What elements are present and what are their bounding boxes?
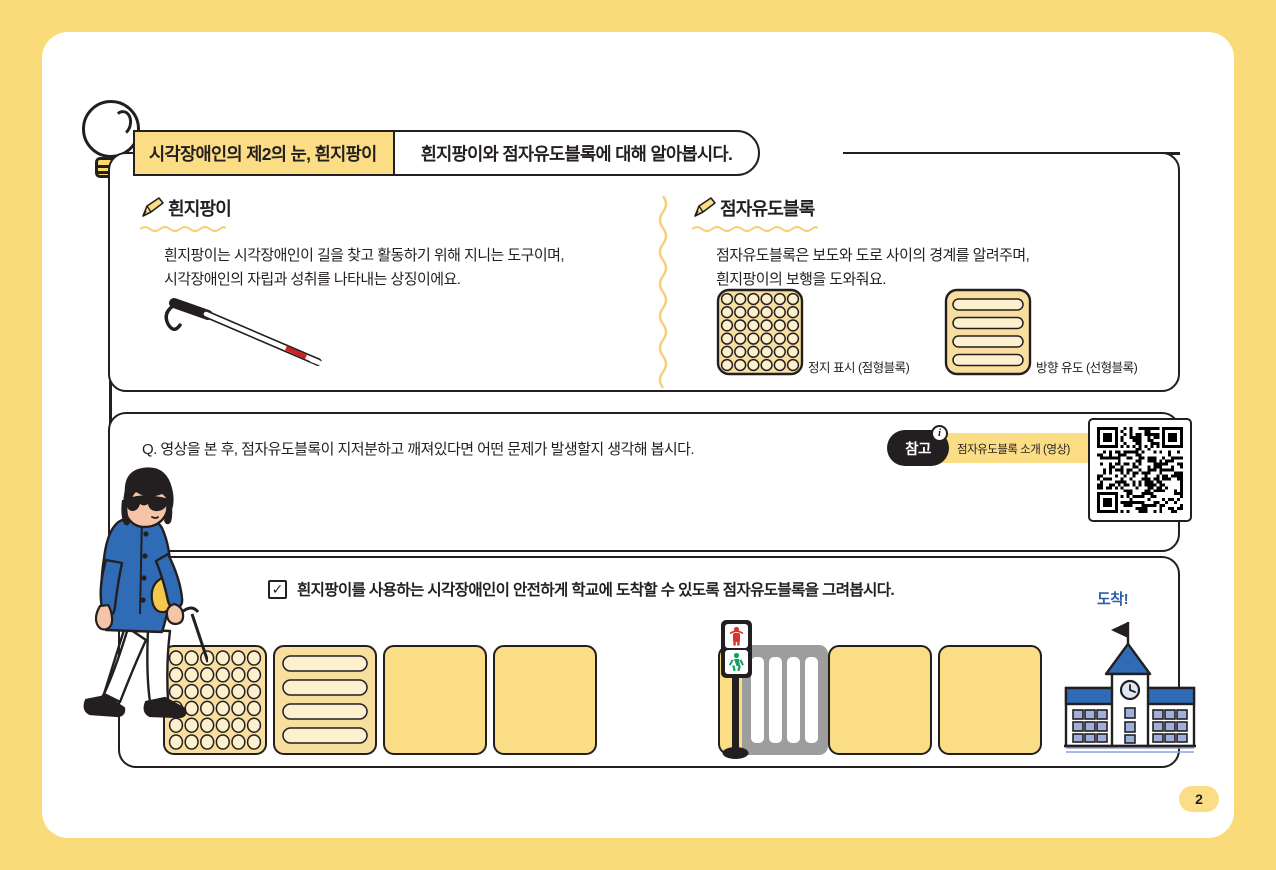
connector-line xyxy=(109,198,112,573)
line-block-sample xyxy=(944,288,1032,376)
question-section xyxy=(108,412,1180,552)
info-icon: i xyxy=(931,425,948,442)
dot-pattern xyxy=(168,650,262,750)
block-track xyxy=(118,620,1196,768)
track-cell-empty[interactable] xyxy=(828,645,932,755)
track-cell-line[interactable] xyxy=(273,645,377,755)
white-cane-body-line1: 흰지팡이는 시각장애인이 길을 찾고 활동하기 위해 지니는 도구이며, xyxy=(164,247,565,264)
pencil-icon xyxy=(142,197,164,217)
crosswalk-stripe xyxy=(751,657,764,743)
line-pattern xyxy=(282,655,368,744)
crosswalk-stripe xyxy=(787,657,800,743)
crosswalk-stripe xyxy=(769,657,782,743)
title-bar: 시각장애인의 제2의 눈, 흰지팡이 흰지팡이와 점자유도블록에 대해 알아봅시… xyxy=(133,130,761,176)
lightbulb-glass xyxy=(82,100,140,158)
question-text: Q. 영상을 본 후, 점자유도블록이 지저분하고 깨져있다면 어떤 문제가 발… xyxy=(142,441,695,458)
line-block-caption: 방향 유도 (선형블록) xyxy=(1036,361,1138,375)
qr-code-icon[interactable] xyxy=(1088,418,1192,522)
track-cell-empty[interactable] xyxy=(493,645,597,755)
braille-heading: 점자유도블록 xyxy=(720,199,815,219)
track-cell-dot[interactable] xyxy=(163,645,267,755)
braille-body: 점자유도블록은 보도와 도로 사이의 경계를 알려주며, 흰지팡이의 보행을 도… xyxy=(716,244,1172,293)
title-subtitle: 흰지팡이와 점자유도블록에 대해 알아봅시다. xyxy=(420,143,733,164)
crosswalk-stripe xyxy=(805,657,818,743)
crosswalk-icon xyxy=(742,645,828,755)
pedestrian-traffic-light-icon xyxy=(721,620,752,759)
reference-label: 점자유도블록 소개 (영상) xyxy=(957,444,1070,456)
wavy-divider xyxy=(658,196,668,388)
white-cane-heading: 흰지팡이 xyxy=(168,199,232,219)
reference-badge: 참고 xyxy=(887,430,949,466)
white-cane-illustration xyxy=(164,298,323,366)
page-number: 2 xyxy=(1179,786,1219,812)
track-cell-empty[interactable] xyxy=(938,645,1042,755)
dot-block-sample xyxy=(716,288,804,376)
braille-block-column: 점자유도블록 점자유도블록은 보도와 도로 사이의 경계를 알려주며, 흰지팡이… xyxy=(692,195,1172,293)
braille-body-line2: 흰지팡이의 보행을 도와줘요. xyxy=(716,271,886,289)
activity-heading: ✓ 흰지팡이를 사용하는 시각장애인이 안전하게 학교에 도착할 수 있도록 점… xyxy=(268,578,895,600)
title-tag: 시각장애인의 제2의 눈, 흰지팡이 xyxy=(135,132,395,174)
track-cell-empty[interactable] xyxy=(383,645,487,755)
dot-block-caption: 정지 표시 (점형블록) xyxy=(808,361,910,375)
checkbox-icon[interactable]: ✓ xyxy=(268,579,287,599)
heading-underline xyxy=(140,226,226,232)
braille-body-line1: 점자유도블록은 보도와 도로 사이의 경계를 알려주며, xyxy=(716,247,1030,264)
white-cane-body: 흰지팡이는 시각장애인이 길을 찾고 활동하기 위해 지니는 도구이며, 시각장… xyxy=(164,244,640,293)
pencil-icon xyxy=(694,197,716,217)
white-cane-body-line2: 시각장애인의 자립과 성취를 나타내는 상징이에요. xyxy=(164,271,461,289)
school-building-illustration xyxy=(1064,622,1196,753)
white-cane-column: 흰지팡이 흰지팡이는 시각장애인이 길을 찾고 활동하기 위해 지니는 도구이며… xyxy=(140,195,640,293)
blind-person-with-cane-illustration xyxy=(83,467,208,719)
arrival-label: 도착! xyxy=(1097,591,1129,608)
braille-heading-row: 점자유도블록 xyxy=(692,195,1172,226)
white-cane-heading-row: 흰지팡이 xyxy=(140,195,640,226)
activity-instruction: 흰지팡이를 사용하는 시각장애인이 안전하게 학교에 도착할 수 있도록 점자유… xyxy=(297,582,895,599)
heading-underline xyxy=(692,226,818,232)
qr-pattern xyxy=(1097,427,1183,513)
